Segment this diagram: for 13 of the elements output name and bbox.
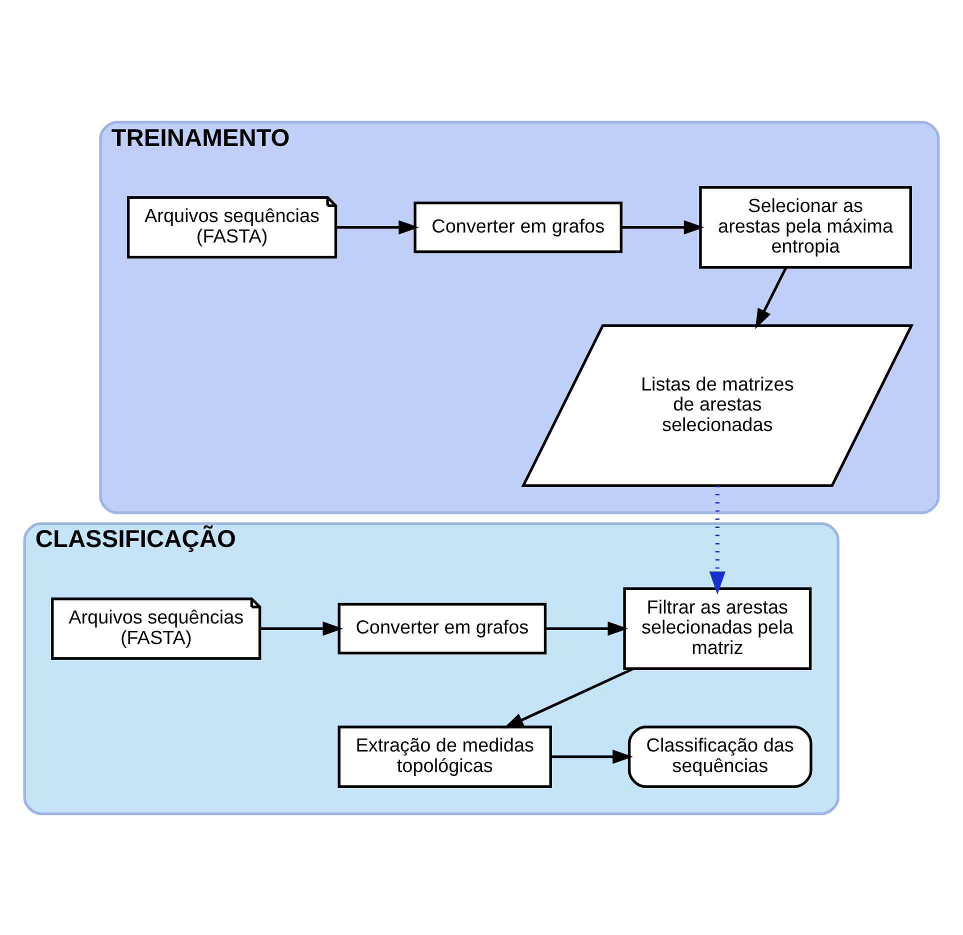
arrow — [260, 621, 344, 636]
arrow — [550, 749, 633, 764]
node-box: Extração de medidas topológicas — [338, 725, 552, 788]
node-box: Selecionar as arestas pela máxima entropia — [699, 186, 912, 268]
arrow — [336, 220, 420, 234]
arrow — [755, 266, 788, 329]
node-box: Converter em grafos — [338, 602, 547, 654]
arrow — [709, 485, 726, 594]
arrow — [621, 220, 704, 234]
node-box: Classificação das sequências — [628, 725, 812, 788]
node-box: Converter em grafos — [414, 201, 622, 253]
arrow — [545, 621, 628, 636]
node-box: Filtrar as arestas selecionadas pela matriz — [623, 586, 812, 670]
